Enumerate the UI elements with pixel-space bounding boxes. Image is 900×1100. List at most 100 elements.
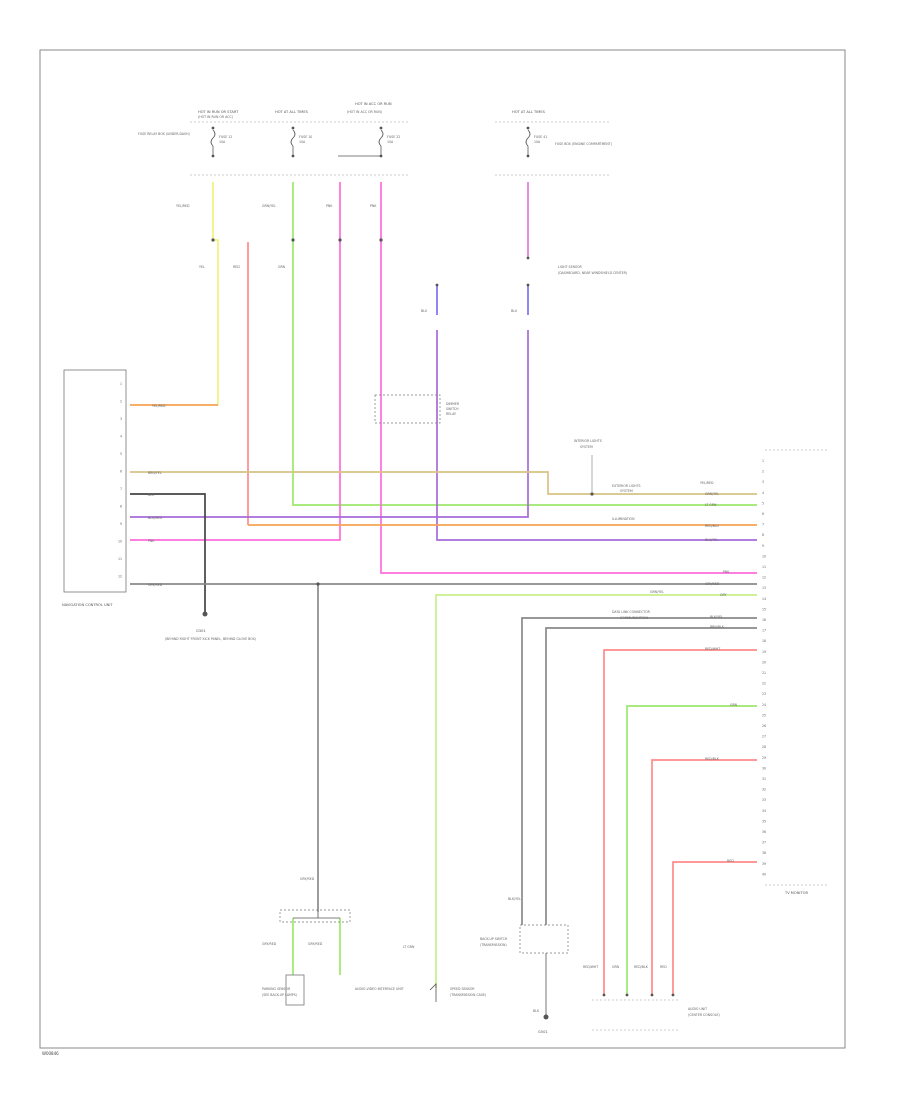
tv-pin-22: 22 <box>762 682 766 686</box>
page-code: W00846 <box>42 1051 59 1056</box>
tag-blu-ls2: BLU <box>511 309 518 313</box>
tv-pin-25: 25 <box>762 713 766 717</box>
wire-black-ground <box>130 493 206 612</box>
ground-g501-id: G501 <box>538 1030 548 1034</box>
splice-dots <box>211 238 530 586</box>
parking-sensor-label: PARKING SENSOR <box>262 987 291 991</box>
tag-grn-audio: GRN <box>612 965 620 969</box>
dimmer-sub: SWITCH <box>446 407 459 411</box>
data-link-label: DATA LINK CONNECTOR <box>612 610 651 614</box>
nav-unit-label: NAVIGATION CONTROL UNIT <box>62 603 113 607</box>
tag-blk-nav: BLK <box>148 493 155 497</box>
tag-gry: GRY <box>720 593 726 597</box>
nav-pin-8: 8 <box>120 505 122 509</box>
light-sensor-label: LIGHT SENSOR <box>558 265 582 269</box>
tag-pnk: PNK <box>723 570 730 574</box>
backup-switch-sub: (TRANSMISSION) <box>480 943 507 947</box>
tv-pin-15: 15 <box>762 607 766 611</box>
tv-pin-32: 32 <box>762 788 766 792</box>
tag-blu-yel: BLU/YEL <box>705 538 718 542</box>
wire-pink-fuse22-b <box>380 182 757 574</box>
tv-pin-26: 26 <box>762 724 766 728</box>
tv-pin-1: 1 <box>762 459 764 463</box>
nav-pin-1: 1 <box>120 382 122 386</box>
tv-pin-16: 16 <box>762 618 766 622</box>
tag-red-blk: RED/BLK <box>705 757 720 761</box>
audio-unit: AUDIO UNIT (CENTER CONSOLE) <box>592 993 720 1031</box>
tag-lt-grn-speed: LT GRN <box>403 945 415 949</box>
tv-pin-19: 19 <box>762 650 766 654</box>
fuse-12: FUSE 12 10A <box>210 126 232 158</box>
fuse-41: FUSE 41 10A <box>525 126 547 158</box>
tv-pin-7: 7 <box>762 523 764 527</box>
fuse-10: FUSE 10 10A <box>290 126 312 158</box>
dimmer-relay: DIMMER SWITCH RELAY <box>374 394 460 424</box>
tag-yel-mid: YEL <box>199 265 205 269</box>
tv-pin-28: 28 <box>762 745 766 749</box>
tag-yel-red-nav: YEL/RED <box>152 404 166 408</box>
tv-pin-23: 23 <box>762 692 766 696</box>
interior-lights: INTERIOR LIGHTS SYSTEM <box>574 439 602 496</box>
tag-blk-ground: BLK <box>533 1009 540 1013</box>
tag-yel-red-top: YEL/RED <box>176 204 190 208</box>
exterior-lights-label: EXTERIOR LIGHTS <box>612 484 641 488</box>
tv-monitor: TV MONITOR 12345678910111213141516171819… <box>762 449 828 895</box>
tag-grn: GRN <box>730 703 738 707</box>
tag-pnk-top-2: PNK <box>370 204 377 208</box>
tv-pin-14: 14 <box>762 597 766 601</box>
tag-brn-yel-nav: BRN/YEL <box>148 471 162 475</box>
tag-red-wht-audio: RED/WHT <box>583 965 598 969</box>
nav-unit-box <box>63 369 127 593</box>
ground-g301-icon <box>202 611 208 617</box>
tag-red: RED <box>727 859 734 863</box>
nav-pin-3: 3 <box>120 417 122 421</box>
fuse-22-name: FUSE 22 <box>387 135 400 139</box>
nav-pin-7: 7 <box>120 487 122 491</box>
tv-pin-11: 11 <box>762 565 766 569</box>
light-sensor-sub: (DASHBOARD, NEAR WINDSHIELD CENTER) <box>558 271 627 275</box>
fuse-41-amp: 10A <box>534 140 541 144</box>
tv-pin-9: 9 <box>762 544 764 548</box>
tag-grn-yel: GRN/YEL <box>705 492 719 496</box>
fuse-label-hot-all-times-right: HOT AT ALL TIMES <box>512 110 546 114</box>
fuse-10-name: FUSE 10 <box>299 135 312 139</box>
relay-label: RELAY <box>446 412 456 416</box>
nav-pin-2: 2 <box>120 400 122 404</box>
wire-green-fuse10 <box>292 182 757 506</box>
ground-g501-icon <box>543 1014 549 1020</box>
illumination-label: ILLUMINATION <box>612 517 635 521</box>
tag-red-audio: RED <box>660 965 667 969</box>
tag-pnk-top: PNK <box>326 204 333 208</box>
tag-lt-grn: LT GRN <box>705 503 717 507</box>
tag-blu-ls: BLU <box>421 309 428 313</box>
tag-yel-red: YEL/RED <box>700 481 714 485</box>
tag-brn-blk: BRN/BLK <box>710 625 725 629</box>
fuse-label-hot-acc-run: HOT IN ACC OR RUN <box>355 102 392 106</box>
wire-violet-ls2 <box>130 330 529 518</box>
tag-gry-red-nav: GRY/RED <box>148 583 163 587</box>
fuse-22-amp: 10A <box>387 140 394 144</box>
tag-gry-red: GRY/RED <box>705 582 720 586</box>
tag-red-blu: RED/BLU <box>705 524 720 528</box>
wire-red-audio-1 <box>603 649 757 995</box>
fuse-12-amp: 10A <box>219 140 226 144</box>
ground-g301: G301 (BEHIND RIGHT FRONT KICK PANEL, BEH… <box>165 611 256 641</box>
nav-pin-4: 4 <box>120 435 122 439</box>
tv-pin-39: 39 <box>762 862 766 866</box>
tv-pin-24: 24 <box>762 703 766 707</box>
tag-pnk-nav: PNK <box>148 539 155 543</box>
tv-pin-2: 2 <box>762 470 764 474</box>
fuse-box-underdash: HOT IN RUN OR START (HOT IN RUN OR ACC) … <box>138 102 410 176</box>
fuse-label-hot-all-times: HOT AT ALL TIMES <box>275 110 309 114</box>
tv-pin-30: 30 <box>762 766 766 770</box>
wire-pink-fuse22-a <box>130 182 341 541</box>
tv-pin-21: 21 <box>762 671 766 675</box>
tag-red-blk-audio: RED/BLK <box>634 965 649 969</box>
wire-violet-ls1 <box>436 330 757 541</box>
tag-grn-yel-top: GRN/YEL <box>262 204 276 208</box>
tv-pin-4: 4 <box>762 491 764 495</box>
speed-sensor: SPEED SENSOR (TRANSMISSION CASE) <box>429 983 486 1002</box>
wire-gray-backup-1 <box>521 617 757 925</box>
fuse-box-engine: HOT AT ALL TIMES FUSE BOX (ENGINE COMPAR… <box>495 110 612 176</box>
